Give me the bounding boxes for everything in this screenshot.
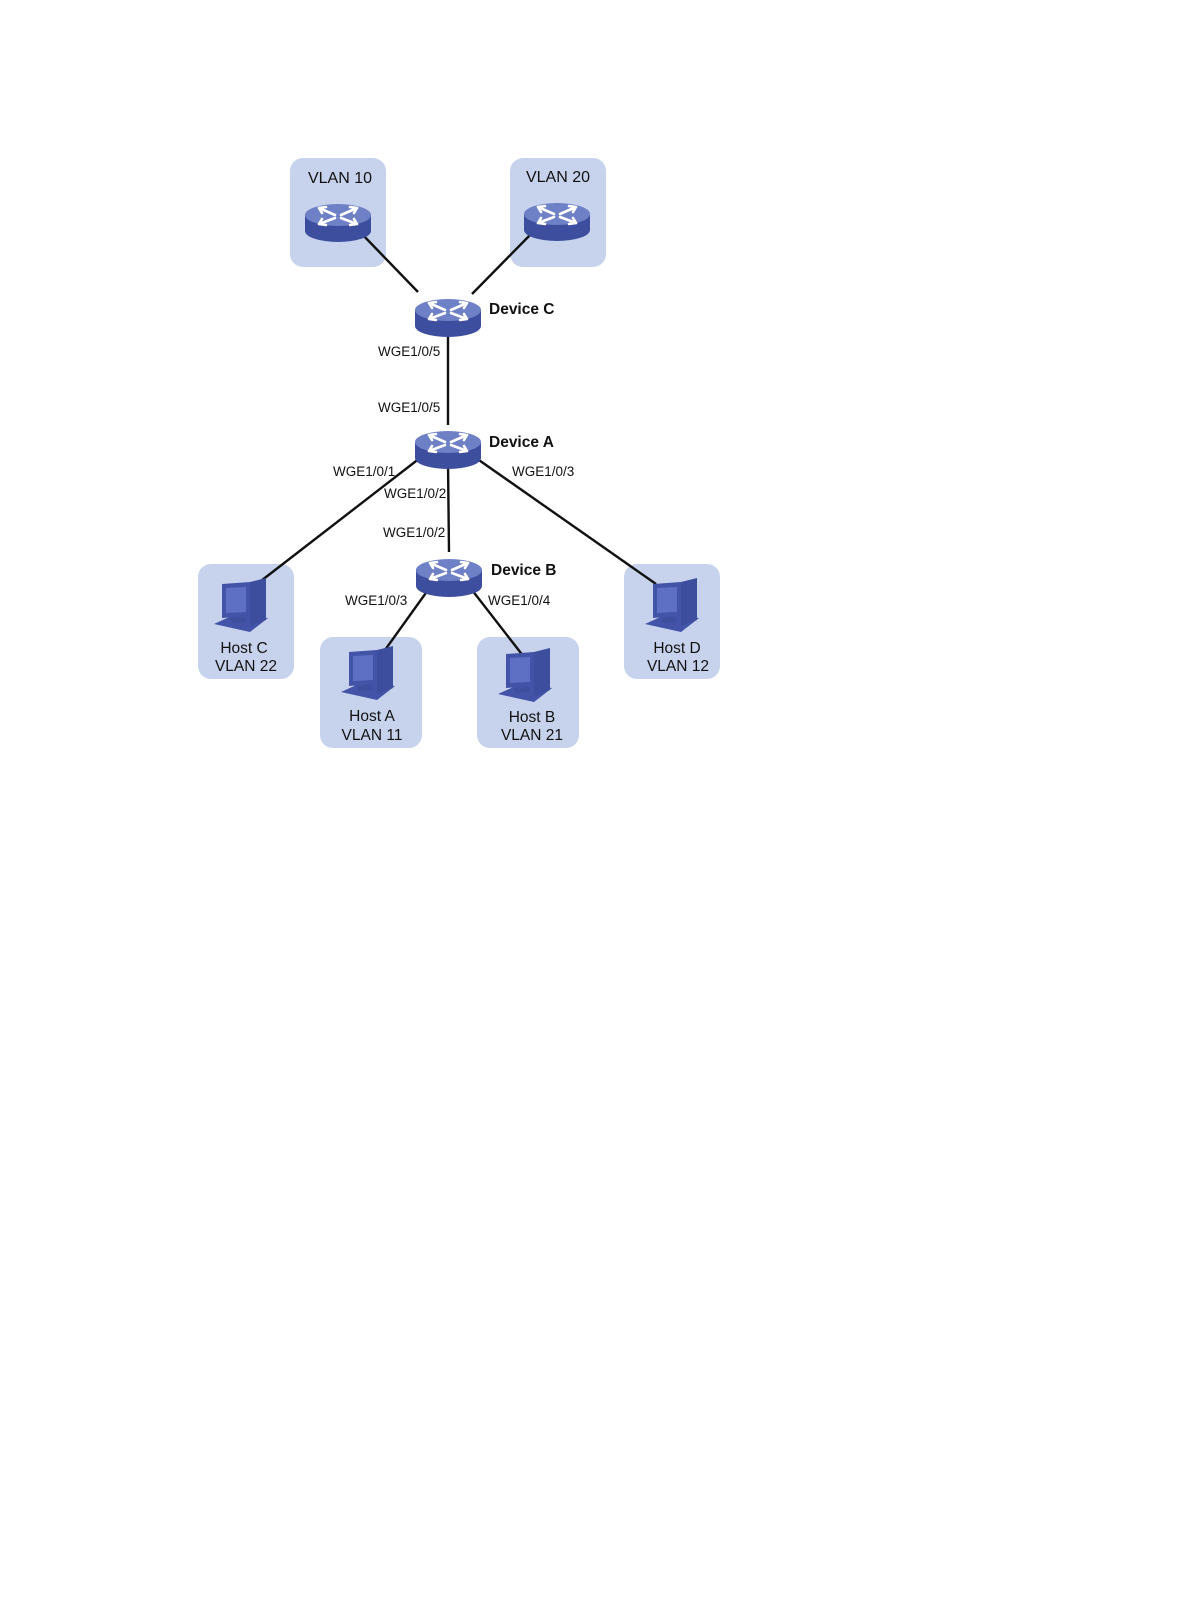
- port-label-device-b-right: WGE1/0/4: [488, 593, 551, 608]
- host-c-name: Host C: [220, 640, 267, 657]
- device-c-label: Device C: [489, 301, 554, 318]
- switch-icon: [416, 559, 482, 597]
- device-b-label: Device B: [491, 562, 556, 579]
- computer-icon: [214, 578, 268, 632]
- host-d-vlan: VLAN 12: [647, 658, 709, 675]
- host-a-name: Host A: [349, 708, 395, 725]
- vlan20-label: VLAN 20: [526, 169, 590, 186]
- switch-icon: [305, 204, 371, 242]
- port-label-device-a-left: WGE1/0/1: [333, 464, 395, 479]
- computer-icon: [498, 648, 552, 702]
- port-label-device-c-down: WGE1/0/5: [378, 344, 440, 359]
- link-device-a-device-b: [448, 462, 449, 552]
- computer-icon: [645, 578, 699, 632]
- device-a-label: Device A: [489, 434, 554, 451]
- host-b-vlan: VLAN 21: [501, 727, 563, 744]
- host-d-name: Host D: [653, 640, 700, 657]
- port-label-device-a-right: WGE1/0/3: [512, 464, 574, 479]
- port-label-device-b-up: WGE1/0/2: [383, 525, 445, 540]
- switch-icon: [524, 203, 590, 241]
- host-a-vlan: VLAN 11: [342, 727, 403, 744]
- switch-icon: [415, 431, 481, 469]
- computer-icon: [341, 646, 395, 700]
- host-c-vlan: VLAN 22: [215, 658, 277, 675]
- port-label-device-a-up: WGE1/0/5: [378, 400, 440, 415]
- switch-icon: [415, 299, 481, 337]
- port-label-device-a-down: WGE1/0/2: [384, 486, 446, 501]
- vlan10-label: VLAN 10: [308, 170, 372, 187]
- port-label-device-b-left: WGE1/0/3: [345, 593, 407, 608]
- host-b-name: Host B: [509, 709, 556, 726]
